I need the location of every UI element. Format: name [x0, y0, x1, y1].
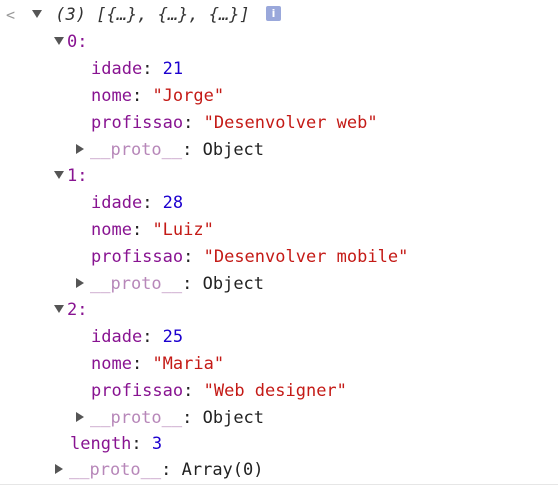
array-preview: [{…}, {…}, {…}]: [96, 5, 250, 25]
triangle-right-icon[interactable]: [76, 412, 84, 422]
property-value-number: 25: [162, 327, 184, 347]
triangle-right-icon[interactable]: [55, 464, 63, 474]
property-row: idade: 21: [91, 59, 184, 79]
property-value-string: "Maria": [152, 354, 225, 374]
property-row: idade: 25: [91, 327, 184, 347]
property-key: profissao: [91, 247, 184, 267]
item-index-label: 1:: [67, 166, 88, 186]
property-key: nome: [91, 86, 132, 106]
property-key: nome: [91, 354, 132, 374]
triangle-down-icon[interactable]: [54, 37, 64, 45]
property-value-string: "Luiz": [152, 220, 214, 240]
property-value-number: 28: [162, 193, 184, 213]
property-value-string: "Web designer": [203, 381, 347, 401]
proto-value: Object: [202, 274, 265, 294]
proto-value: Array(0): [181, 460, 264, 480]
proto-row[interactable]: __proto__: Object: [76, 271, 264, 298]
proto-key: __proto__: [90, 140, 183, 160]
property-row: profissao: "Desenvolver web": [91, 113, 378, 133]
proto-row[interactable]: __proto__: Object: [76, 137, 264, 164]
property-value-number: 21: [162, 59, 184, 79]
triangle-right-icon[interactable]: [76, 144, 84, 154]
property-row: idade: 28: [91, 193, 184, 213]
property-key: idade: [91, 59, 143, 79]
proto-value: Object: [202, 408, 265, 428]
item-index-label: 0:: [67, 32, 88, 52]
property-key: profissao: [91, 113, 184, 133]
property-row: profissao: "Desenvolver mobile": [91, 247, 409, 267]
item-index-label: 2:: [67, 300, 88, 320]
property-row: nome: "Jorge": [91, 86, 225, 106]
proto-key: __proto__: [90, 408, 183, 428]
property-row: nome: "Maria": [91, 354, 225, 374]
array-item-1-toggle[interactable]: 1:: [54, 163, 87, 190]
property-value-string: "Desenvolver web": [203, 113, 378, 133]
proto-row[interactable]: __proto__: Object: [76, 405, 264, 432]
property-key: profissao: [91, 381, 184, 401]
info-icon[interactable]: i: [266, 5, 281, 21]
property-key: nome: [91, 220, 132, 240]
proto-value: Object: [202, 140, 265, 160]
divider: [0, 484, 558, 485]
array-count: (3): [55, 5, 86, 25]
length-value: 3: [151, 434, 163, 454]
proto-key: __proto__: [90, 274, 183, 294]
triangle-down-icon[interactable]: [54, 171, 64, 179]
length-row: length: 3: [70, 434, 163, 454]
array-item-2-toggle[interactable]: 2:: [54, 297, 87, 324]
length-key: length: [70, 434, 132, 454]
property-value-string: "Desenvolver mobile": [203, 247, 409, 267]
array-proto-row[interactable]: __proto__: Array(0): [55, 457, 264, 484]
triangle-down-icon[interactable]: [54, 305, 64, 313]
property-key: idade: [91, 327, 143, 347]
property-row: nome: "Luiz": [91, 220, 214, 240]
triangle-down-icon[interactable]: [32, 10, 42, 18]
property-key: idade: [91, 193, 143, 213]
result-caret-icon: <: [6, 6, 16, 24]
property-value-string: "Jorge": [152, 86, 225, 106]
proto-key: __proto__: [69, 460, 162, 480]
triangle-right-icon[interactable]: [76, 278, 84, 288]
array-item-0-toggle[interactable]: 0:: [54, 29, 87, 56]
property-row: profissao: "Web designer": [91, 381, 347, 401]
